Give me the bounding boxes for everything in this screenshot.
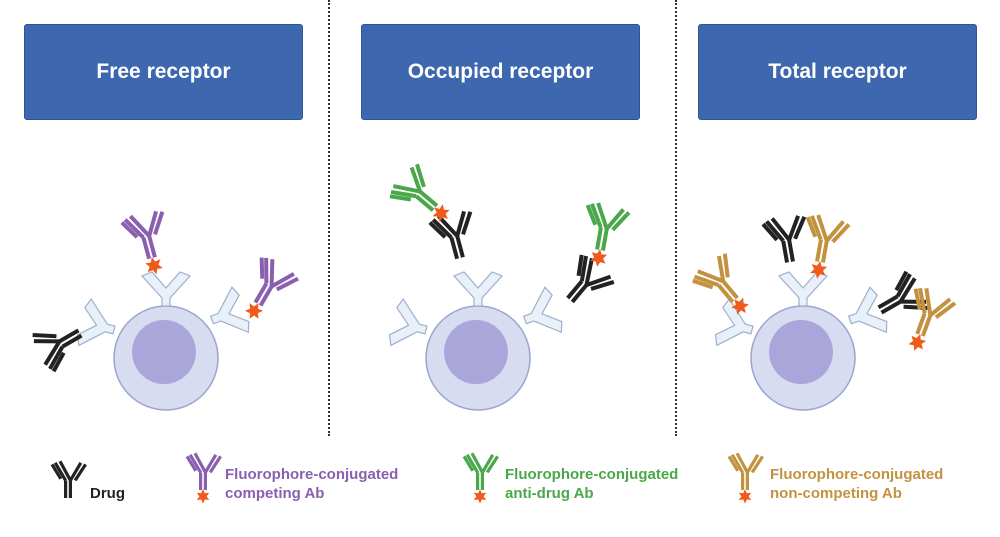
header-occupied-receptor: Occupied receptor (361, 24, 640, 120)
legend-line: anti-drug Ab (505, 485, 594, 502)
receptor (522, 286, 563, 334)
fluorophore-star-icon (590, 249, 608, 267)
legend-drug-label: Drug (90, 485, 125, 502)
fluorophore-star-icon (432, 204, 450, 223)
fluorophore-star-icon (145, 257, 163, 275)
legend-anti-drug-icon (462, 452, 499, 504)
competing-antibody (120, 210, 165, 275)
legend-line: competing Ab (225, 485, 325, 502)
nucleus (132, 320, 196, 384)
non-competing-antibody (908, 287, 957, 351)
receptor (388, 298, 428, 347)
nucleus (444, 320, 508, 384)
legend-line: non-competing Ab (770, 485, 902, 502)
legend-line: Fluorophore-conjugated (505, 466, 679, 483)
receptor (140, 271, 192, 307)
legend-line: Fluorophore-conjugated (770, 466, 944, 483)
fluorophore-star-icon (244, 303, 264, 319)
header-title: Total receptor (768, 60, 907, 83)
legend-line: Fluorophore-conjugated (225, 466, 399, 483)
header-title: Free receptor (96, 60, 231, 83)
receptor (209, 286, 250, 334)
header-free-receptor: Free receptor (24, 24, 303, 120)
legend-non-competing-icon (727, 452, 764, 504)
legend-non-competing-label: Fluorophore-conjugated non-competing Ab (770, 465, 943, 503)
divider (675, 0, 677, 436)
fluorophore-star-icon (473, 489, 487, 504)
fluorophore-star-icon (731, 297, 750, 315)
legend-competing-icon (185, 452, 222, 504)
divider (328, 0, 330, 436)
nucleus (769, 320, 833, 384)
receptor (847, 286, 888, 334)
fluorophore-star-icon (196, 489, 210, 504)
fluorophore-star-icon (738, 489, 752, 504)
fluorophore-star-icon (810, 261, 828, 279)
drug-antibody (566, 254, 615, 304)
fluorophore-star-icon (908, 334, 927, 351)
receptor (76, 298, 116, 347)
receptor (714, 298, 754, 347)
legend-anti-drug-label: Fluorophore-conjugated anti-drug Ab (505, 465, 678, 503)
receptor (777, 271, 829, 307)
receptor (452, 271, 504, 307)
header-title: Occupied receptor (407, 60, 594, 83)
drug-antibody (761, 215, 807, 263)
header-total-receptor: Total receptor (698, 24, 977, 120)
anti-drug-antibody (389, 163, 450, 223)
non-competing-antibody (692, 253, 750, 315)
non-competing-antibody (805, 214, 851, 279)
competing-antibody (244, 257, 299, 319)
drug-antibody (32, 328, 83, 373)
anti-drug-antibody (585, 202, 631, 267)
drug-antibody (428, 210, 473, 260)
legend-drug-icon (50, 460, 87, 498)
legend-competing-label: Fluorophore-conjugated competing Ab (225, 465, 398, 503)
